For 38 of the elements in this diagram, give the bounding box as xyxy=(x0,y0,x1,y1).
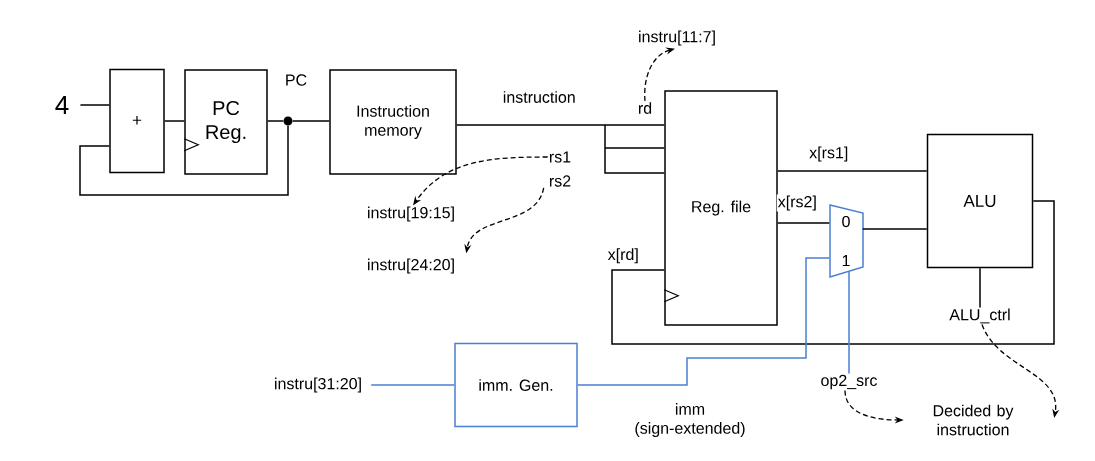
connector-line xyxy=(267,120,285,122)
edge-label: x[rs1] xyxy=(808,145,850,163)
generator-box: imm. Gen. xyxy=(454,342,578,428)
field-label: rs1 xyxy=(549,151,571,163)
connector-line xyxy=(370,384,455,386)
connector-line xyxy=(456,124,665,174)
connector-line xyxy=(979,267,981,309)
connector-line xyxy=(79,124,289,196)
connector-line xyxy=(611,200,1055,345)
edge-label: instruction xyxy=(501,90,577,104)
multiplexer: 0 1 xyxy=(829,204,864,278)
adder-box: + xyxy=(109,68,165,174)
connector-line xyxy=(164,120,185,122)
connector-line xyxy=(291,120,330,122)
signal-label: PC xyxy=(286,74,307,86)
register-box: PC Reg. xyxy=(183,69,268,175)
control-signal-label: ALU_ctrl xyxy=(949,308,1010,324)
edge-label: imm (sign-extended) xyxy=(628,402,752,438)
field-label: rd xyxy=(638,102,652,114)
note-text: Decided by instruction xyxy=(933,404,1014,436)
bit-range-label: instru[24:20] xyxy=(368,258,454,274)
memory-box: Instruction memory xyxy=(329,69,457,175)
connector-line xyxy=(777,170,928,172)
register-file-box: Reg. file xyxy=(663,90,778,326)
bit-range-label: instru[19:15] xyxy=(368,206,454,222)
bit-range-label: instru[11:7] xyxy=(639,30,715,46)
input-label: 4 xyxy=(55,96,69,114)
field-label: rs2 xyxy=(549,175,571,187)
control-signal-label: op2_src xyxy=(821,374,878,390)
connector-line xyxy=(577,257,831,386)
connector-line xyxy=(861,228,928,230)
signal-label: instru[31:20] xyxy=(275,377,361,393)
alu-box: ALU xyxy=(926,133,1034,269)
edge-label: x[rs2] xyxy=(776,194,818,212)
edge-label: x[rd] xyxy=(606,247,640,265)
connector-line xyxy=(848,270,850,375)
connector-line xyxy=(777,222,831,224)
connector-line xyxy=(79,104,110,106)
